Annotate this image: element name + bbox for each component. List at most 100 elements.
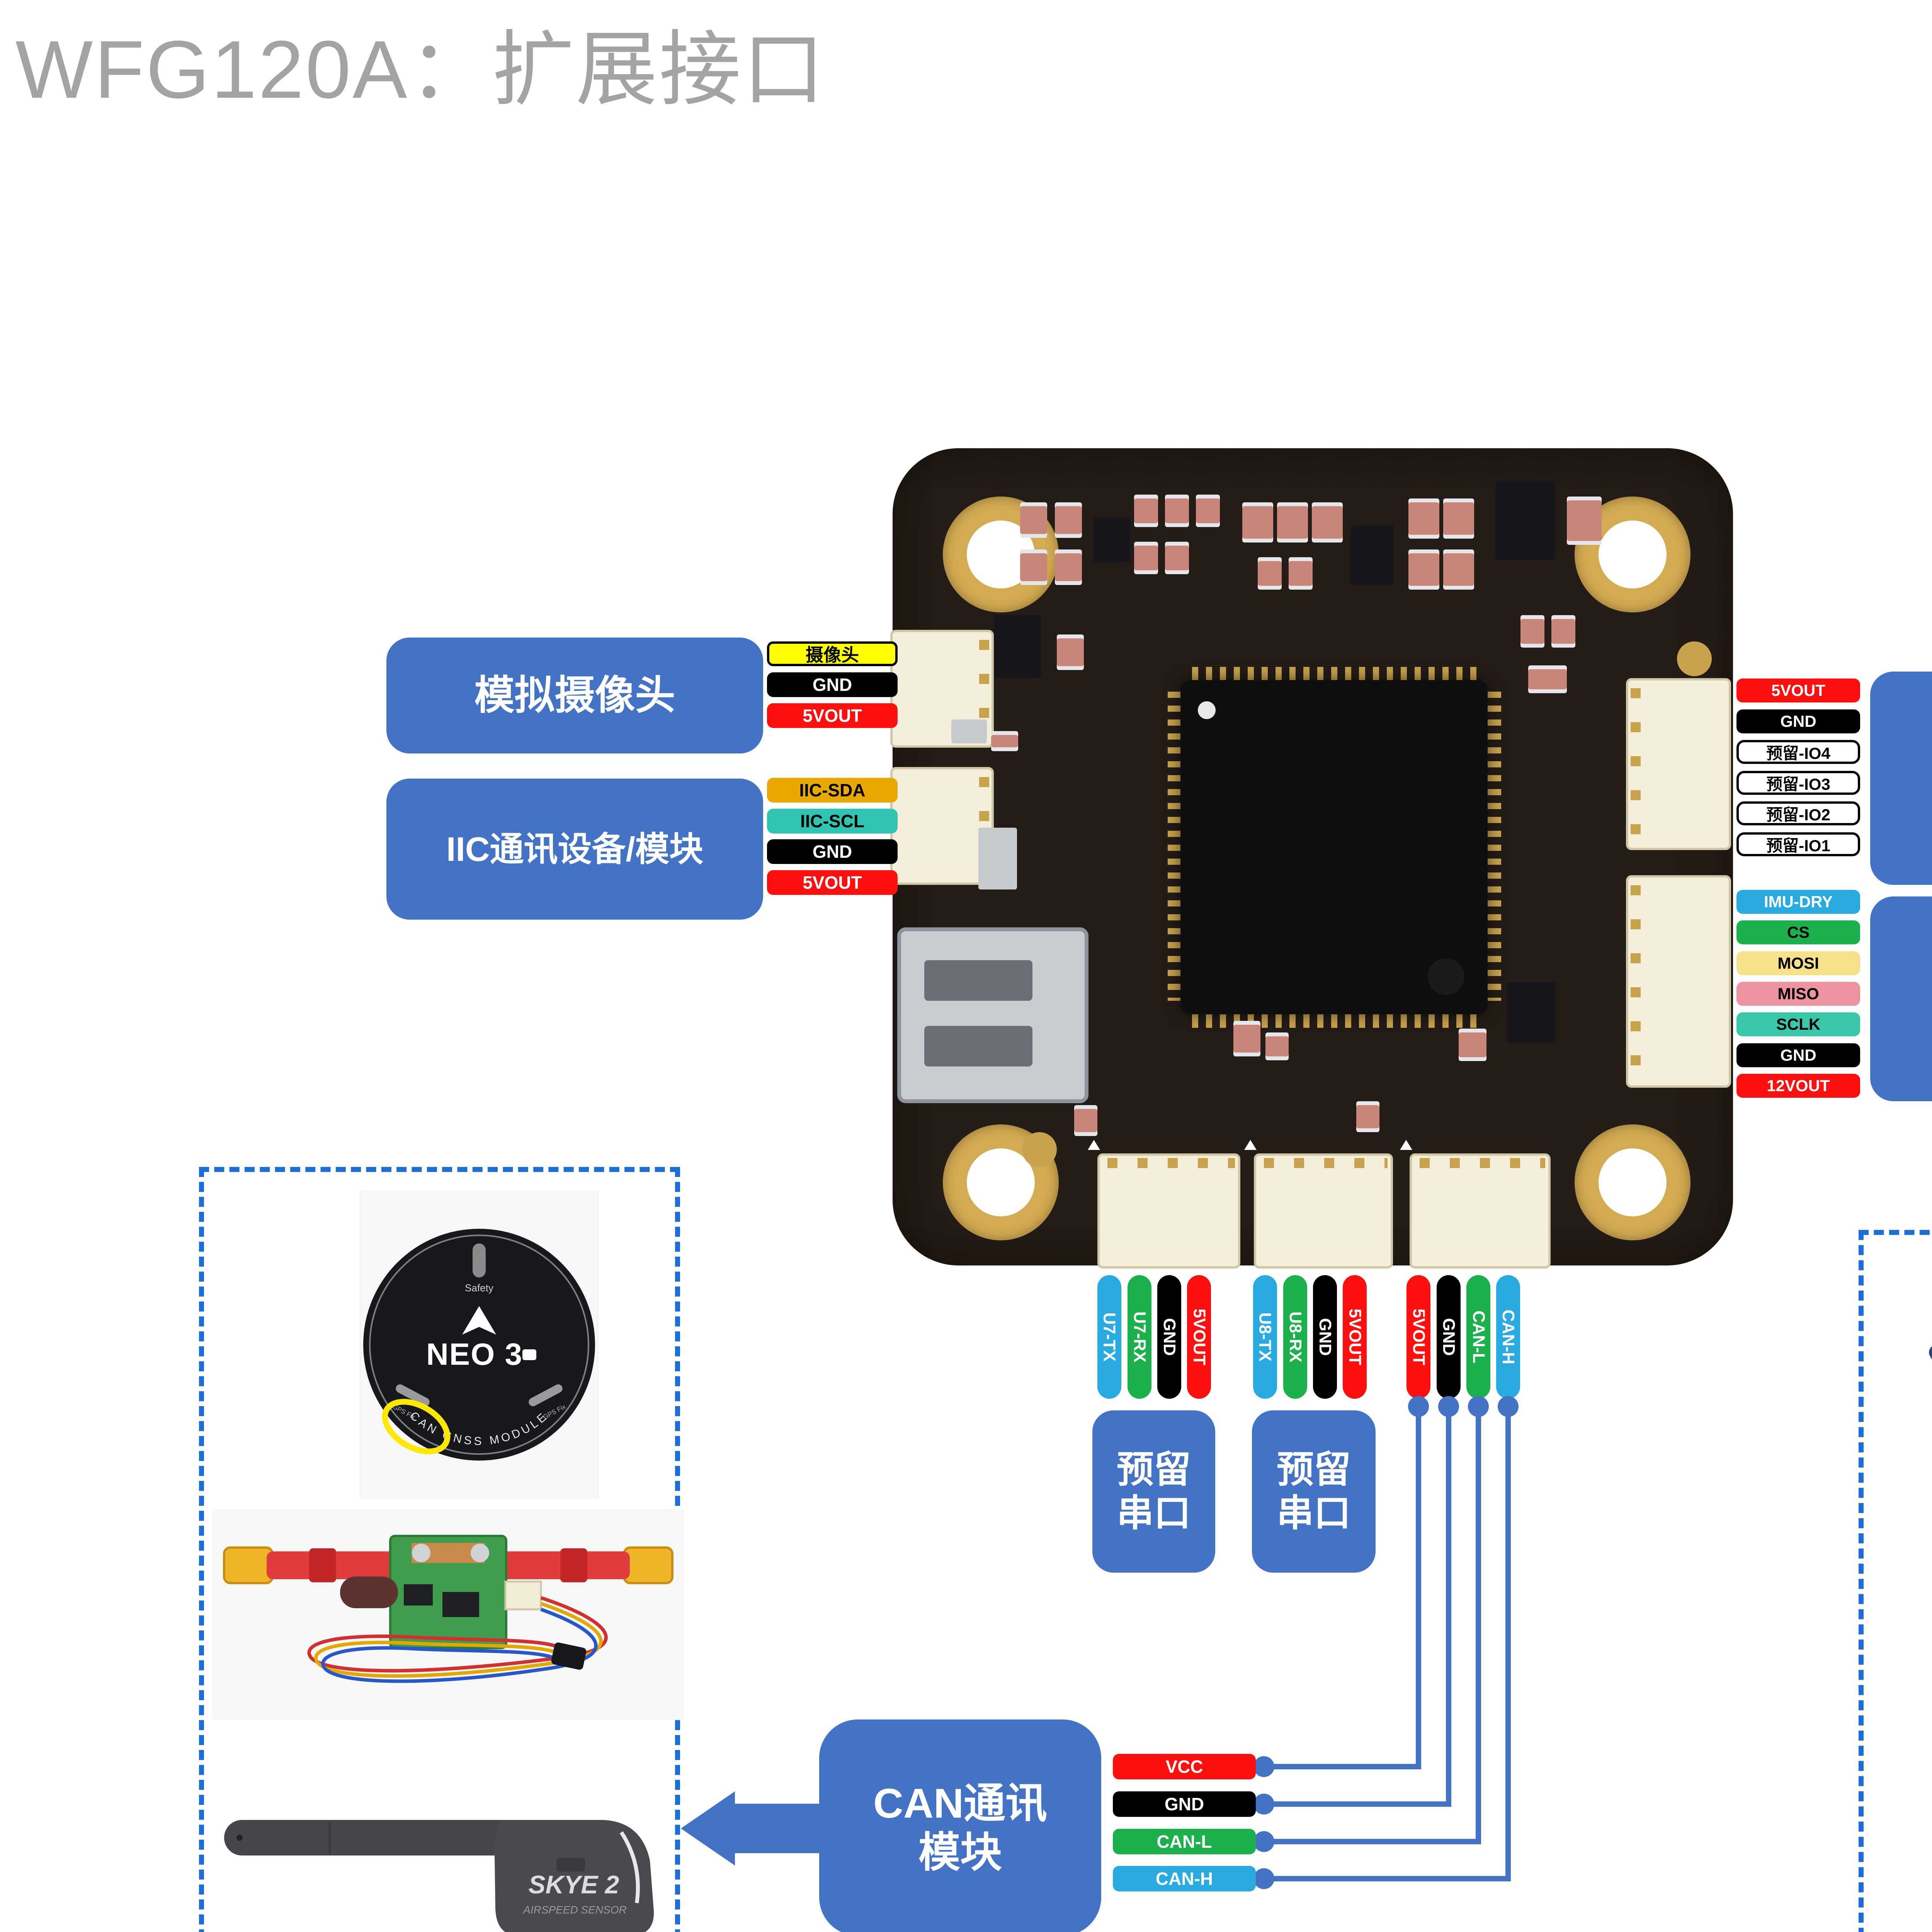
wire-canh bbox=[1263, 1876, 1511, 1881]
spi-device-box: SPI通讯设备/模块 bbox=[1870, 896, 1932, 1101]
pin1-mark-icon bbox=[1400, 1140, 1412, 1150]
smd-component bbox=[1134, 495, 1158, 527]
smd-component bbox=[1350, 526, 1394, 585]
smd-component bbox=[1233, 1021, 1260, 1056]
pin-label-5vout: 5VOUT bbox=[1736, 679, 1860, 702]
pin-label-io1: 预留-IO1 bbox=[1736, 832, 1860, 856]
wire-dot bbox=[1253, 1794, 1274, 1815]
smd-component bbox=[1356, 1101, 1379, 1132]
smd-component bbox=[1408, 498, 1439, 539]
gps-name: NEO 3 bbox=[426, 1337, 523, 1371]
wire-dot bbox=[1253, 1831, 1274, 1852]
pin-label-imu-dry: IMU-DRY bbox=[1736, 890, 1860, 914]
smd-component bbox=[1528, 665, 1567, 693]
smd-component bbox=[978, 828, 1017, 889]
wire-gnd bbox=[1446, 1406, 1451, 1807]
pin-label-canl: CAN-L bbox=[1113, 1829, 1256, 1854]
wire-dot bbox=[1253, 1868, 1274, 1889]
smd-component bbox=[1443, 498, 1474, 539]
smd-component bbox=[1242, 502, 1273, 543]
hdmi-connector bbox=[897, 927, 1088, 1103]
wire-dot bbox=[1253, 1756, 1274, 1777]
pin-label-gnd: GND bbox=[1313, 1275, 1337, 1399]
smd-component bbox=[1196, 495, 1220, 527]
smd-component bbox=[1551, 615, 1575, 648]
mounting-hole bbox=[943, 1124, 1059, 1240]
safety-label: Safety bbox=[465, 1282, 493, 1294]
iic-connector bbox=[890, 767, 994, 885]
chip-mold-mark bbox=[1428, 958, 1464, 995]
can-module-box: CAN通讯 模块 bbox=[819, 1719, 1101, 1932]
smd-component bbox=[1020, 549, 1047, 585]
pin-label-canl: CAN-L bbox=[1466, 1275, 1490, 1399]
pin-label-gnd: GND bbox=[1437, 1275, 1461, 1399]
breakout-pcb bbox=[1929, 1277, 1932, 1520]
reserved-uart8-box: 预留 串口 bbox=[1252, 1410, 1376, 1573]
can-arrow-stem bbox=[734, 1804, 821, 1853]
capacitor bbox=[340, 1577, 398, 1608]
pin1-mark-icon bbox=[1244, 1140, 1257, 1150]
smd-component bbox=[1165, 542, 1189, 574]
smd-component bbox=[1134, 542, 1158, 574]
smd-component bbox=[1265, 1032, 1289, 1060]
safety-led bbox=[473, 1243, 486, 1277]
pin-label-vcc: VCC bbox=[1113, 1754, 1256, 1779]
pin-label-u8rx: U8-RX bbox=[1283, 1275, 1307, 1399]
wire-canl bbox=[1476, 1406, 1481, 1844]
sensor-body bbox=[495, 1820, 654, 1932]
wire-vcc bbox=[1416, 1406, 1421, 1769]
chip-pins-right bbox=[1486, 692, 1501, 1001]
gps-badge bbox=[522, 1349, 536, 1360]
flight-controller-board bbox=[890, 448, 1733, 1269]
can-arrow-head bbox=[681, 1791, 735, 1866]
gps-neo3-module: Safety NEO 3 GPS Fix GPS Fix CAN GNSS MO… bbox=[363, 1229, 595, 1461]
smd-component bbox=[1020, 502, 1047, 538]
pin-label-gnd: GND bbox=[1736, 709, 1860, 733]
pitot-tube bbox=[224, 1820, 526, 1855]
pin-label-5vout: 5VOUT bbox=[1187, 1275, 1211, 1399]
airspeed-subtitle: AIRSPEED SENSOR bbox=[522, 1904, 627, 1916]
smd-component bbox=[1312, 502, 1343, 543]
smd-component bbox=[1258, 557, 1282, 590]
pin-label-u7tx: U7-TX bbox=[1097, 1275, 1121, 1399]
smd-component bbox=[1057, 634, 1084, 670]
baro-breakout-module bbox=[1929, 1277, 1932, 1520]
chip-pins-left bbox=[1168, 692, 1182, 1001]
smd-component bbox=[1289, 557, 1313, 590]
smd-component bbox=[1074, 1105, 1097, 1136]
gps-fix-led bbox=[529, 1384, 563, 1406]
pin-label-io3: 预留-IO3 bbox=[1736, 771, 1860, 795]
smd-component bbox=[1507, 982, 1555, 1043]
pin-label-iic-sda: IIC-SDA bbox=[767, 778, 898, 803]
smd-component bbox=[1094, 518, 1130, 562]
smd-component bbox=[1495, 481, 1555, 560]
xt60-connector bbox=[223, 1546, 274, 1584]
smd-component bbox=[1408, 549, 1439, 590]
chip-pin1-mark bbox=[1198, 701, 1216, 719]
pin-label-canh: CAN-H bbox=[1496, 1275, 1520, 1399]
pin-label-iic-scl: IIC-SCL bbox=[767, 809, 898, 833]
pin-label-gnd: GND bbox=[1736, 1043, 1860, 1067]
analog-camera-box: 模拟摄像头 bbox=[386, 638, 763, 753]
pin-label-camera: 摄像头 bbox=[767, 641, 898, 666]
reserved-uart7-box: 预留 串口 bbox=[1092, 1410, 1215, 1573]
pin-label-5vout: 5VOUT bbox=[1406, 1275, 1430, 1399]
smd-component bbox=[1055, 502, 1082, 538]
sensor-wires bbox=[307, 1596, 608, 1683]
mounting-hole bbox=[1575, 1124, 1690, 1240]
smd-component bbox=[1443, 549, 1474, 590]
pin-label-gnd: GND bbox=[767, 672, 898, 697]
pin1-mark-icon bbox=[1088, 1140, 1100, 1150]
gps-fix-led bbox=[396, 1384, 430, 1406]
pin-label-5vout: 5VOUT bbox=[767, 703, 898, 728]
gpio-connector bbox=[1626, 678, 1731, 850]
smd-component bbox=[1055, 549, 1082, 585]
uart8-connector bbox=[1254, 1153, 1393, 1269]
north-arrow-icon bbox=[462, 1306, 496, 1335]
smd-component bbox=[1165, 495, 1189, 527]
smd-component bbox=[1459, 1029, 1486, 1061]
gold-pad bbox=[1022, 1132, 1057, 1167]
pin-label-cs: CS bbox=[1736, 920, 1860, 944]
pin-label-sclk: SCLK bbox=[1736, 1012, 1860, 1036]
can-connector bbox=[1410, 1153, 1551, 1269]
